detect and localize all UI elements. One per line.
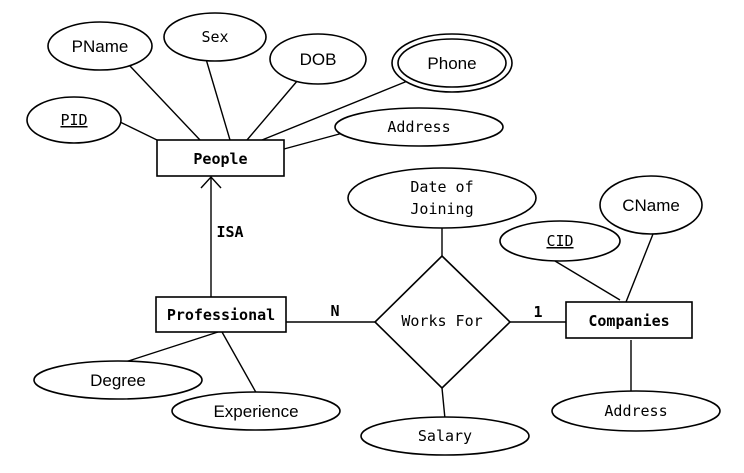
attribute-phone-multivalued: Phone <box>391 33 513 93</box>
edge-cid-companies <box>554 260 621 301</box>
edge-pname-people <box>129 65 201 141</box>
attribute-cname: CName <box>599 175 703 235</box>
attribute-companies-address: Address <box>551 390 721 432</box>
attribute-date-of-joining-line1: Date of <box>410 178 473 196</box>
isa-arrowhead <box>200 175 222 189</box>
edge-pid-people <box>117 120 158 141</box>
attribute-pname: PName <box>47 21 153 71</box>
attribute-degree: Degree <box>33 360 203 400</box>
edge-address-people <box>283 132 344 150</box>
entity-companies-label: Companies <box>588 312 669 330</box>
edge-cname-companies <box>625 228 656 303</box>
entity-people-label: People <box>193 150 247 168</box>
attribute-date-of-joining-line2: Joining <box>410 200 473 218</box>
attribute-pid: PID <box>26 96 122 144</box>
attribute-people-address: Address <box>334 107 504 147</box>
attribute-people-address-label: Address <box>387 118 450 136</box>
cardinality-n-label: N <box>330 302 339 320</box>
edge-professional-degree <box>115 331 219 366</box>
attribute-sex: Sex <box>163 12 267 62</box>
entity-companies: Companies <box>565 301 693 339</box>
edge-phone-people <box>261 79 411 141</box>
attribute-phone-label: Phone <box>427 54 476 73</box>
attribute-cid: CID <box>499 220 621 262</box>
attribute-experience-label: Experience <box>213 402 298 421</box>
attribute-companies-address-label: Address <box>604 402 667 420</box>
edge-dob-people <box>246 79 299 141</box>
cardinality-1-label: 1 <box>533 303 542 321</box>
attribute-pname-label: PName <box>72 37 129 56</box>
attribute-experience: Experience <box>171 391 341 431</box>
relationship-works-for-label: Works For <box>401 312 482 330</box>
entity-people: People <box>156 139 285 177</box>
attribute-salary-label: Salary <box>418 427 472 445</box>
attribute-sex-label: Sex <box>201 28 228 46</box>
attribute-dob: DOB <box>269 33 367 85</box>
attribute-degree-label: Degree <box>90 371 146 390</box>
attribute-cname-label: CName <box>622 196 680 215</box>
attribute-salary: Salary <box>360 416 530 456</box>
edge-sex-people <box>205 58 231 141</box>
entity-professional: Professional <box>155 296 287 333</box>
relationship-works-for: Works For <box>373 254 512 390</box>
isa-label: ISA <box>216 223 243 241</box>
attribute-dob-label: DOB <box>300 50 337 69</box>
attribute-pid-label: PID <box>60 111 87 129</box>
attribute-date-of-joining: Date of Joining <box>347 167 537 229</box>
attribute-cid-label: CID <box>546 232 573 250</box>
edge-salary-worksfor <box>441 387 446 420</box>
edge-professional-experience <box>221 331 259 397</box>
entity-professional-label: Professional <box>167 306 275 324</box>
